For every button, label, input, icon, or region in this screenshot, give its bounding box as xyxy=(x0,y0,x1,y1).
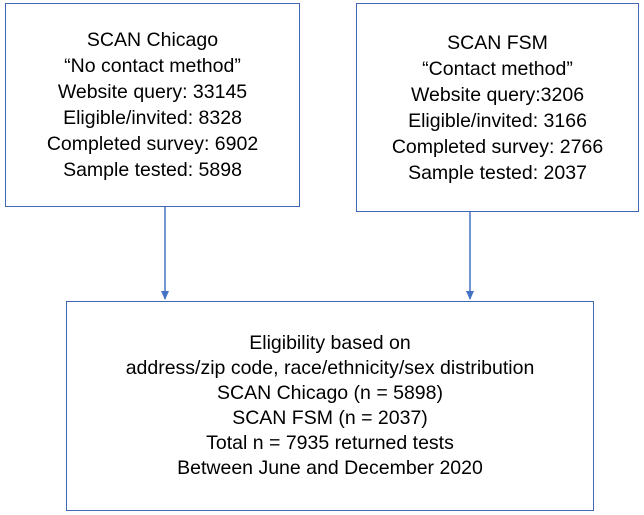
result-fsm-count: SCAN FSM (n = 2037) xyxy=(232,407,428,429)
fsm-title: SCAN FSM xyxy=(447,31,548,54)
eligibility-summary-box: Eligibility based on address/zip code, r… xyxy=(66,301,594,511)
chicago-completed-survey: Completed survey: 6902 xyxy=(46,133,259,155)
chicago-sample-tested: Sample tested: 5898 xyxy=(63,159,242,181)
chicago-eligible-invited: Eligible/invited: 8328 xyxy=(63,107,242,129)
result-heading: Eligibility based on xyxy=(249,332,411,354)
result-chicago-count: SCAN Chicago (n = 5898) xyxy=(217,382,443,404)
fsm-sample-tested: Sample tested: 2037 xyxy=(408,161,587,184)
fsm-website-query: Website query:3206 xyxy=(410,83,585,106)
result-criteria: address/zip code, race/ethnicity/sex dis… xyxy=(125,357,535,379)
fsm-method: “Contact method” xyxy=(422,57,573,80)
chicago-website-query: Website query: 33145 xyxy=(57,81,248,103)
scan-chicago-box: SCAN Chicago “No contact method” Website… xyxy=(5,3,300,207)
chicago-title: SCAN Chicago xyxy=(86,29,219,51)
result-total: Total n = 7935 returned tests xyxy=(206,432,454,454)
fsm-eligible-invited: Eligible/invited: 3166 xyxy=(408,109,587,132)
fsm-completed-survey: Completed survey: 2766 xyxy=(391,135,604,158)
chicago-method: “No contact method” xyxy=(64,55,241,77)
scan-fsm-box: SCAN FSM “Contact method” Website query:… xyxy=(356,3,639,212)
result-period: Between June and December 2020 xyxy=(177,457,483,479)
